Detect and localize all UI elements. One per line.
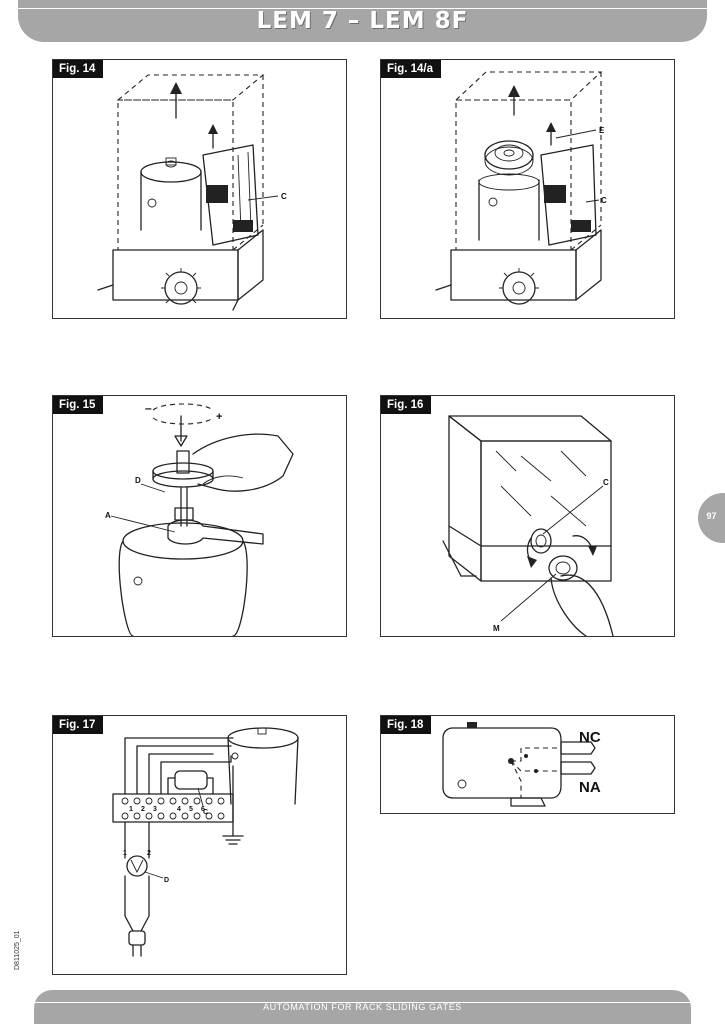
figure-14a-illustration: E C: [435, 71, 607, 305]
header-rule: [18, 8, 707, 9]
figure-17-label: Fig. 17: [53, 716, 104, 734]
figure-15-illustration: – + D A: [105, 401, 294, 636]
figure-16: C M Fig. 16: [380, 395, 675, 637]
switch-pin-2: 2: [147, 850, 151, 857]
terminal-6: 6: [201, 806, 205, 813]
plus-sign: +: [216, 411, 222, 423]
terminal-na-label: NA: [579, 779, 601, 796]
callout-c: C: [603, 478, 609, 487]
footer-text: AUTOMATION FOR RACK SLIDING GATES: [263, 1002, 462, 1012]
footer-band: AUTOMATION FOR RACK SLIDING GATES: [34, 990, 691, 1024]
page-number-tab: 97: [698, 493, 725, 543]
callout-c: C: [203, 809, 208, 816]
terminal-3: 3: [153, 806, 157, 813]
callout-c: C: [601, 196, 607, 205]
figure-14: C Fig. 14: [52, 59, 347, 319]
figure-18-illustration: NC NA: [442, 722, 601, 807]
minus-sign: –: [145, 401, 152, 415]
figure-18-label: Fig. 18: [381, 716, 432, 734]
terminal-4: 4: [177, 806, 181, 813]
callout-m: M: [493, 624, 500, 633]
terminal-1: 1: [129, 806, 133, 813]
figure-15-label: Fig. 15: [53, 396, 104, 414]
document-code: D811025_01: [14, 930, 21, 970]
figure-15: – + D A Fig. 15: [52, 395, 347, 637]
callout-d: D: [135, 476, 141, 485]
figure-14-label: Fig. 14: [53, 60, 104, 78]
terminal-screws: [121, 797, 225, 820]
page-title: LEM 7 – LEM 8F: [256, 8, 469, 34]
switch-pin-1: 1: [123, 850, 127, 857]
callout-a: A: [105, 511, 111, 520]
figure-14a: E C Fig. 14/a: [380, 59, 675, 319]
terminal-5: 5: [189, 806, 193, 813]
figure-14a-label: Fig. 14/a: [381, 60, 442, 78]
figure-14-illustration: C: [97, 74, 287, 311]
figure-16-label: Fig. 16: [381, 396, 432, 414]
header-band: LEM 7 – LEM 8F: [18, 0, 707, 42]
page-number: 97: [706, 511, 717, 521]
figure-17: 1 2 3 4 5 6 C 1 2 D Fig. 17: [52, 715, 347, 975]
figure-16-illustration: C M: [442, 415, 614, 636]
figure-18: NC NA Fig. 18: [380, 715, 675, 814]
figure-17-illustration: 1 2 3 4 5 6 C 1 2 D: [112, 727, 299, 957]
callout-d: D: [164, 877, 169, 884]
terminal-2: 2: [141, 806, 145, 813]
callout-c: C: [281, 192, 287, 201]
callout-e: E: [599, 126, 605, 135]
terminal-nc-label: NC: [579, 729, 601, 746]
footer-rule: [34, 1002, 691, 1003]
